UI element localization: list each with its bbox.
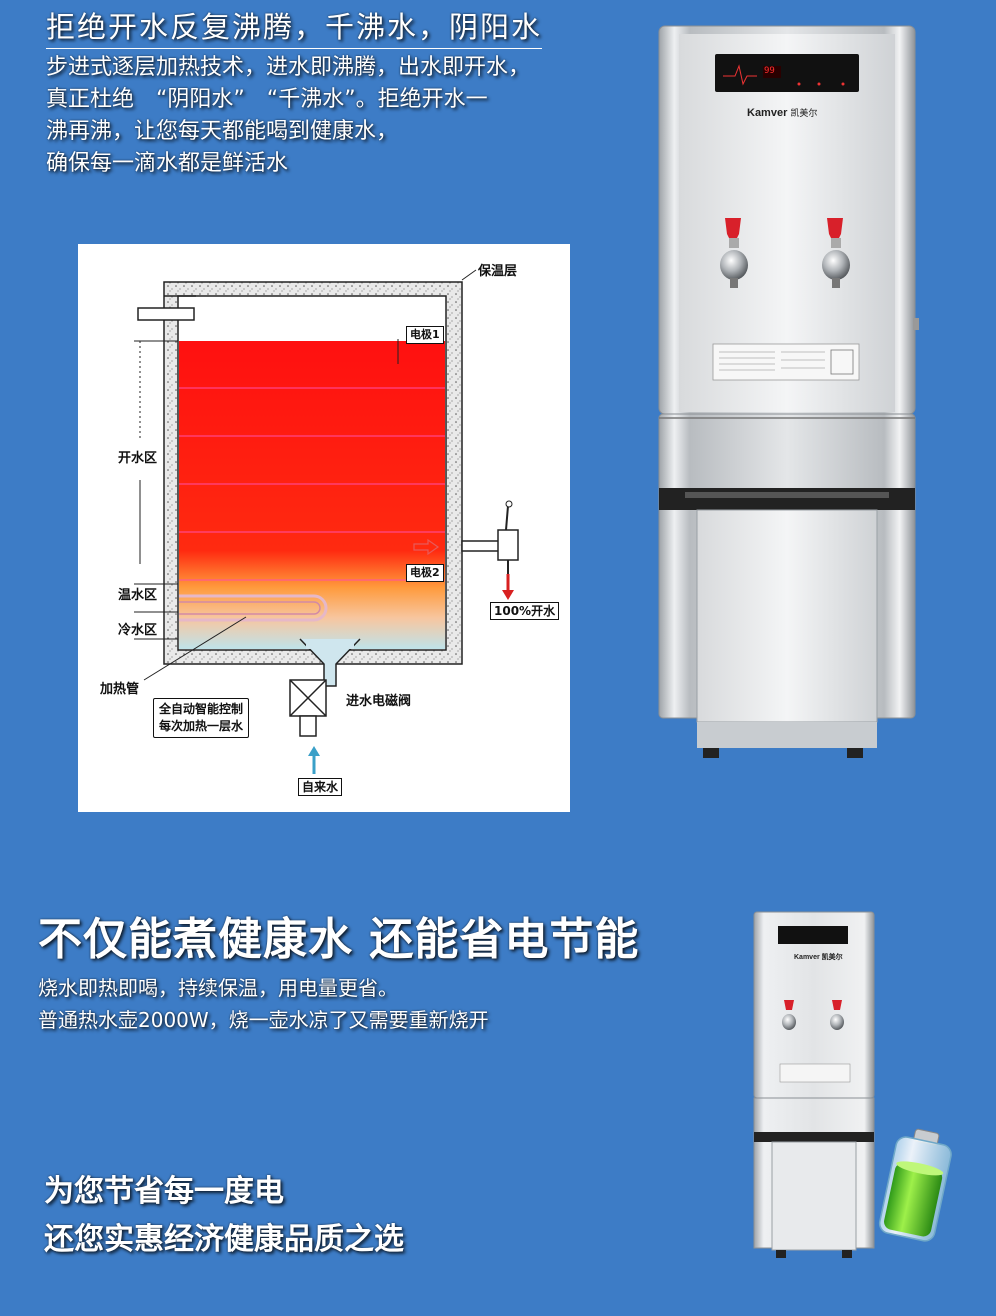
small-brand-name: Kamver [794,954,820,961]
water-boiler-large: Kamver 凯美尔 99 [655,20,919,769]
section1-line: 确保每一滴水都是鲜活水 [46,151,289,176]
control-panel [715,54,859,92]
left-tap [720,218,748,288]
valve-label: 进水电磁阀 [346,694,412,709]
drip-tray [659,488,915,510]
cold-zone-label: 冷水区 [118,623,158,638]
control-note-line: 每次加热一层水 [159,719,244,733]
top-pipe [137,307,195,321]
water-boiler-small: Kamver 凯美尔 [752,910,878,1274]
section1-body: 步进式逐层加热技术，进水即沸腾，出水即开水， 真正杜绝 “阴阳水” “千沸水”。… [46,52,586,180]
heater-label: 加热管 [100,682,140,697]
section3-line: 为您节省每一度电 [44,1174,284,1209]
outlet-pipe [461,540,503,552]
temperature-display: 99 [764,66,775,76]
outlet-label: 100%开水 [490,602,560,620]
section1-title: 拒绝开水反复沸腾，千沸水，阴阳水 [46,4,543,49]
section1-line: 沸再沸，让您每天都能喝到健康水， [46,119,399,144]
right-tap [822,218,850,288]
control-note-line: 全自动智能控制 [159,702,244,716]
small-right-tap [830,1000,844,1030]
section3-body: 为您节省每一度电 还您实惠经济健康品质之选 [44,1168,404,1264]
inlet-funnel [299,638,361,687]
section2-line: 普通热水壶2000W，烧一壶水凉了又需要重新烧开 [38,1008,489,1032]
section2-body: 烧水即热即喝，持续保温，用电量更省。 普通热水壶2000W，烧一壶水凉了又需要重… [38,972,489,1036]
small-brand-logo: Kamver 凯美尔 [794,952,843,962]
section3-line: 还您实惠经济健康品质之选 [44,1222,404,1257]
water-body [179,341,445,649]
heating-diagram: 保温层 电极1 电极2 开水区 温水区 冷水区 加热管 全自动智能控制 每次加热… [78,244,570,812]
heater-tube [179,594,328,622]
small-left-tap [782,1000,796,1030]
electrode1-label: 电极1 [406,326,444,344]
boiling-zone-label: 开水区 [118,451,158,466]
brand-name-cn: 凯美尔 [790,108,818,118]
battery-drawing [878,1128,952,1242]
warm-zone-label: 温水区 [118,588,158,603]
section1-line: 步进式逐层加热技术，进水即沸腾，出水即开水， [46,55,531,80]
diagram-drawing [134,269,519,774]
brand-logo: Kamver 凯美尔 [747,106,817,119]
layer-lines [179,387,445,581]
insulation-label: 保温层 [478,264,518,279]
section2-line: 烧水即热即喝，持续保温，用电量更省。 [38,976,398,1000]
control-note: 全自动智能控制 每次加热一层水 [153,698,250,738]
battery-icon [874,1124,958,1252]
small-brand-name-cn: 凯美尔 [821,954,843,961]
brand-name: Kamver [747,107,788,119]
boiler-small-drawing [753,911,875,1258]
tap-water-label: 自来水 [298,778,343,796]
zone-brackets [134,340,178,640]
spec-label [712,343,860,381]
small-control-panel [778,926,848,944]
section1-line: 真正杜绝 “阴阳水” “千沸水”。拒绝开水一 [46,87,488,112]
section2-title: 不仅能煮健康水 还能省电节能 [38,914,640,965]
boiler-large-drawing [658,25,919,758]
electrode2-label: 电极2 [406,564,444,582]
